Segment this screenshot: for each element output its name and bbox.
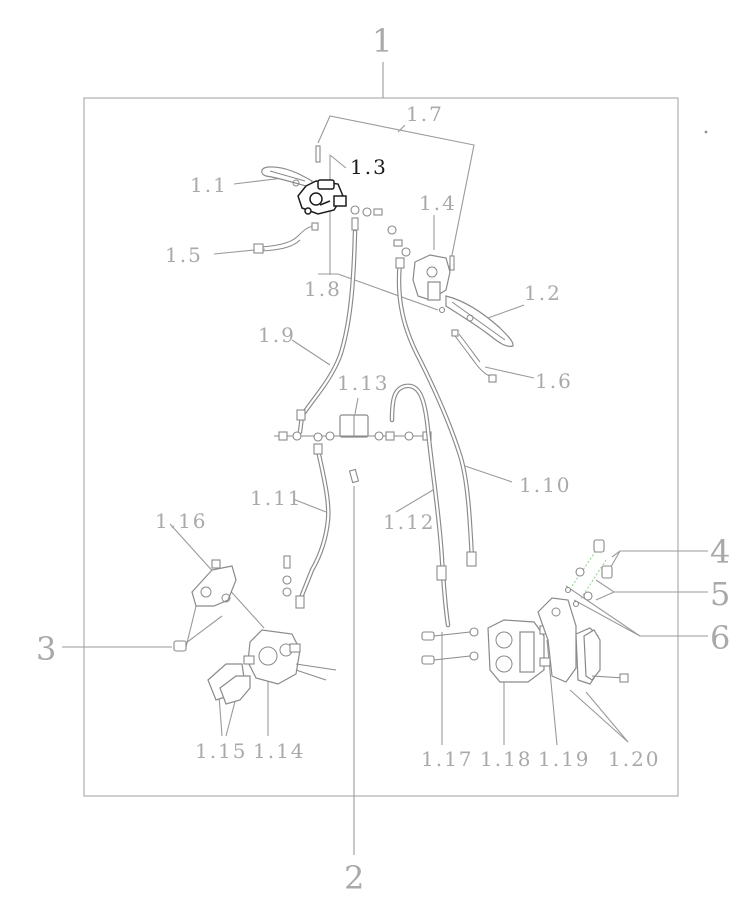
right-master-cylinder — [412, 254, 455, 314]
fittings-right-upper — [387, 225, 411, 257]
brake-hose-lower-right — [389, 383, 451, 628]
callout-1-9: 1.9 — [258, 323, 296, 347]
callout-1-16: 1.16 — [155, 509, 208, 533]
callout-2: 2 — [344, 859, 364, 897]
left-caliper-bracket — [173, 559, 237, 652]
left-caliper — [243, 629, 337, 685]
banjo-bolts-right — [421, 627, 479, 665]
small-fasteners-right — [564, 130, 708, 608]
callout-1-1: 1.1 — [190, 173, 228, 197]
callout-1-19: 1.19 — [538, 747, 591, 771]
callout-1-6: 1.6 — [535, 369, 573, 393]
callout-4: 4 — [710, 533, 730, 571]
brake-hose-upper-left — [296, 229, 358, 435]
callout-1-4: 1.4 — [419, 191, 457, 215]
callout-1-17: 1.17 — [421, 747, 474, 771]
callout-3: 3 — [36, 630, 56, 668]
right-brake-lever — [445, 295, 514, 347]
callout-1-5: 1.5 — [165, 243, 203, 267]
callout-1-18: 1.18 — [480, 747, 533, 771]
callout-1-2: 1.2 — [524, 281, 562, 305]
right-brake-pads — [575, 627, 629, 685]
lever-switch-cable — [253, 222, 319, 254]
callout-5: 5 — [710, 575, 730, 613]
right-switch-cable — [451, 329, 497, 383]
callout-1-8: 1.8 — [304, 277, 342, 301]
callout-1-15: 1.15 — [195, 739, 248, 763]
left-brake-pads — [207, 663, 251, 705]
leader-lines — [62, 62, 708, 855]
callout-1-7: 1.7 — [406, 102, 444, 126]
left-brake-lever — [261, 145, 321, 189]
right-caliper — [487, 619, 551, 683]
callout-1-3: 1.3 — [350, 155, 388, 179]
callout-1-13: 1.13 — [337, 371, 390, 395]
callout-1-20: 1.20 — [608, 747, 661, 771]
callout-1-12: 1.12 — [383, 510, 436, 534]
callout-1-14: 1.14 — [253, 739, 306, 763]
banjo-bolts-left — [282, 555, 292, 597]
right-caliper-bracket — [537, 597, 577, 683]
master-cylinder-highlighted — [297, 179, 347, 215]
fittings-upper-left — [350, 205, 383, 231]
callout-1-10: 1.10 — [519, 473, 572, 497]
callout-1: 1 — [372, 22, 392, 60]
three-way-joint — [274, 414, 432, 484]
brake-hose-upper-right — [395, 257, 477, 567]
assembly-frame — [83, 97, 679, 797]
brake-hose-lower-left — [295, 443, 331, 609]
callout-6: 6 — [710, 619, 730, 657]
callout-labels: 1 2 3 4 5 6 1.1 1.2 1.3 1.4 1.5 1.6 1.7 … — [36, 22, 730, 897]
callout-1-11: 1.11 — [250, 486, 303, 510]
